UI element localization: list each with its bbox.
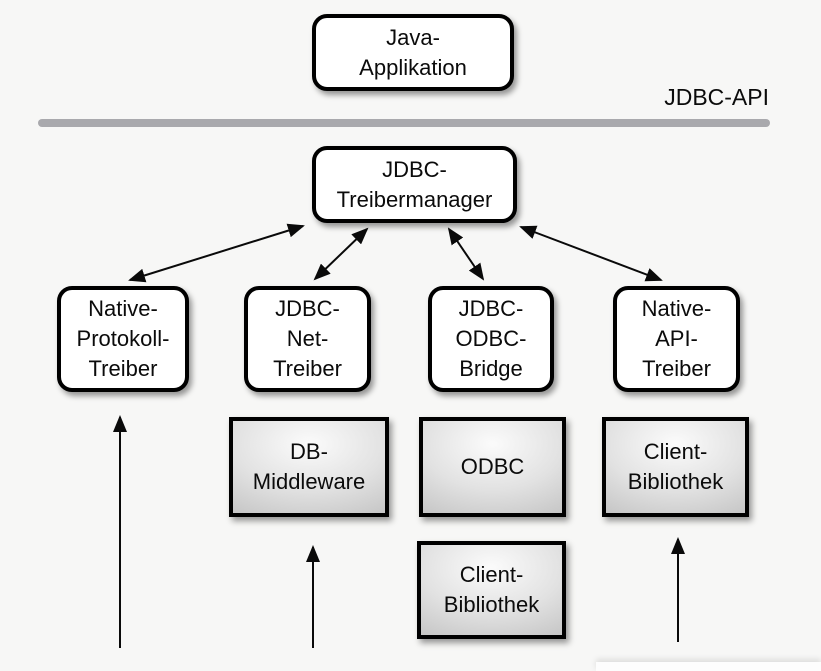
box-java-applikation-label: Java- Applikation [359,24,467,80]
box-native-api-treiber-label: Native- API- Treiber [641,296,712,381]
jdbc-api-label: JDBC-API [664,84,769,110]
box-odbc: ODBC [419,417,566,517]
box-native-protokoll-treiber: Native- Protokoll- Treiber [57,286,189,392]
box-db-middleware: DB- Middleware [229,417,389,517]
box-jdbc-odbc-bridge: JDBC- ODBC- Bridge [428,286,554,392]
box-client-bibliothek-rechts-label: Client- Bibliothek [627,439,724,494]
arrow-manager-jdbcodbc [447,227,485,281]
box-java-applikation: Java- Applikation [312,14,514,91]
box-native-protokoll-treiber-label: Native- Protokoll- Treiber [76,296,170,381]
box-jdbc-odbc-bridge-label: JDBC- ODBC- Bridge [455,296,527,381]
arrow-manager-jdbcnet [313,227,369,281]
arrow-manager-nativeapi [519,225,663,282]
box-odbc-label: ODBC [460,454,525,479]
partial-box-bottom-right [596,662,821,671]
jdbc-api-divider [38,119,770,127]
box-jdbc-treibermanager-label: JDBC- Treibermanager [336,156,493,212]
box-jdbc-net-treiber: JDBC- Net- Treiber [244,286,371,392]
box-client-bibliothek-unten: Client- Bibliothek [417,541,566,639]
box-jdbc-treibermanager: JDBC- Treibermanager [312,146,517,223]
box-client-bibliothek-rechts: Client- Bibliothek [602,417,749,517]
box-client-bibliothek-unten-label: Client- Bibliothek [443,562,540,617]
box-jdbc-net-treiber-label: JDBC- Net- Treiber [273,296,342,381]
box-native-api-treiber: Native- API- Treiber [613,286,740,392]
box-db-middleware-label: DB- Middleware [252,439,366,494]
arrow-manager-nativeprotokoll [128,223,305,283]
